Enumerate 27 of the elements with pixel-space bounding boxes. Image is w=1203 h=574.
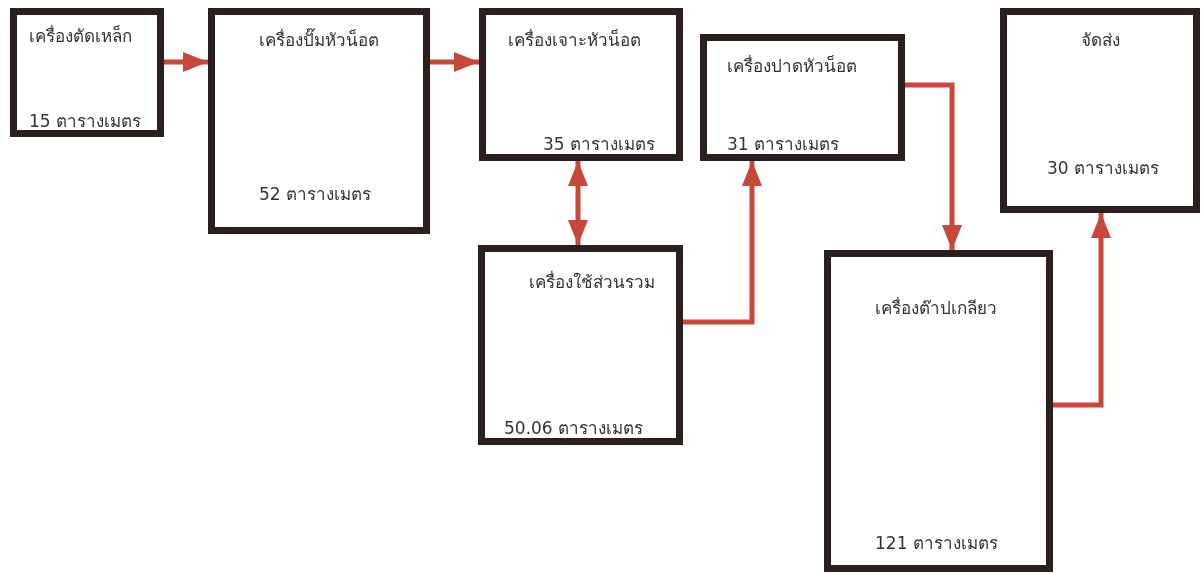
- arrow: [430, 52, 479, 72]
- area-text: 52 ตารางเมตร: [259, 183, 372, 205]
- arrow: [905, 82, 962, 250]
- process-box: [208, 8, 430, 234]
- arrow: [568, 161, 588, 245]
- process-box: [700, 34, 905, 161]
- process-box: [1000, 8, 1200, 213]
- machine-name: เครื่องต๊าปเกลียว: [875, 297, 997, 319]
- area-text: 121 ตารางเมตร: [875, 532, 998, 554]
- machine-name: เครื่องปั๊มหัวน็อต: [259, 29, 379, 51]
- area-text: 31 ตารางเมตร: [727, 133, 840, 155]
- machine-name: จัดส่ง: [1081, 29, 1120, 51]
- process-box: [479, 8, 683, 161]
- process-box: [10, 8, 164, 137]
- area-text: 50.06 ตารางเมตร: [504, 417, 644, 439]
- arrow: [1053, 213, 1111, 408]
- arrow: [683, 161, 762, 325]
- area-text: 30 ตารางเมตร: [1047, 157, 1160, 179]
- process-box: [824, 250, 1053, 572]
- machine-name: เครื่องปาดหัวน็อต: [727, 55, 857, 77]
- machine-name: เครื่องเจาะหัวน็อต: [508, 29, 641, 51]
- machine-name: เครื่องใช้ส่วนรวม: [529, 271, 655, 293]
- area-text: 15 ตารางเมตร: [29, 110, 142, 132]
- process-box: [478, 245, 683, 445]
- machine-name: เครื่องตัดเหล็ก: [29, 25, 132, 47]
- arrow: [164, 52, 208, 72]
- area-text: 35 ตารางเมตร: [543, 133, 656, 155]
